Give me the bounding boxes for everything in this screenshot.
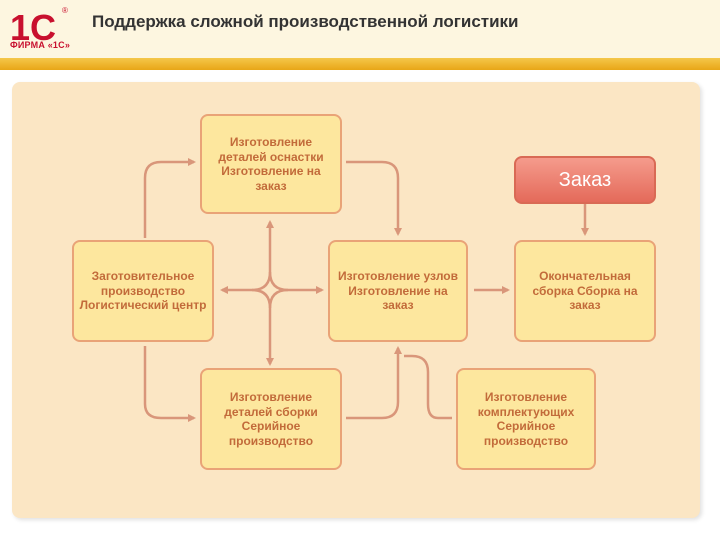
node-assemblies: Изготовление узлов Изготовление на заказ: [328, 240, 468, 342]
node-assemblies-label: Изготовление узлов Изготовление на заказ: [338, 269, 458, 313]
logo-caption: ФИРМА «1С»: [10, 40, 71, 50]
node-order: Заказ: [514, 156, 656, 204]
registered-mark: ®: [62, 6, 68, 15]
node-order-label: Заказ: [558, 168, 612, 191]
node-final-assembly: Окончательная сборка Сборка на заказ: [514, 240, 656, 342]
1c-logo-icon: 1С: [10, 7, 56, 48]
node-final-assembly-label: Окончательная сборка Сборка на заказ: [532, 269, 638, 313]
svg-text:1С: 1С: [10, 7, 56, 48]
node-procurement: Заготовительное производство Логистическ…: [72, 240, 214, 342]
node-components-label: Изготовление комплектующих Серийное прои…: [477, 390, 575, 448]
node-procurement-label: Заготовительное производство Логистическ…: [79, 269, 207, 313]
node-tooling-parts-label: Изготовление деталей оснастки Изготовлен…: [218, 135, 324, 193]
node-tooling-parts: Изготовление деталей оснастки Изготовлен…: [200, 114, 342, 214]
node-assembly-parts: Изготовление деталей сборки Серийное про…: [200, 368, 342, 470]
header-bar: [0, 0, 720, 68]
node-assembly-parts-label: Изготовление деталей сборки Серийное про…: [224, 390, 318, 448]
node-components: Изготовление комплектующих Серийное прои…: [456, 368, 596, 470]
page-title: Поддержка сложной производственной логис…: [92, 12, 519, 31]
header-stripe: [0, 58, 720, 70]
